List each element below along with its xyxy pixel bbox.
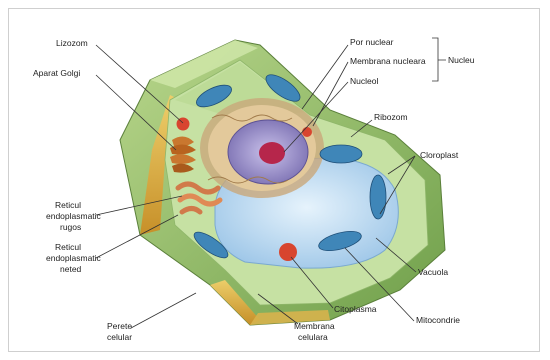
label-vacuola: Vacuola <box>418 267 448 277</box>
label-perete-1: Perete <box>107 321 132 331</box>
label-perete-2: celular <box>107 332 132 342</box>
label-membrana-celulara-1: Membrana <box>294 321 335 331</box>
label-citoplasma: Citoplasma <box>334 304 377 314</box>
label-cloroplast: Cloroplast <box>420 150 459 160</box>
label-reticul-rugos-2: endoplasmatic <box>46 211 102 221</box>
label-reticul-rugos-3: rugos <box>60 222 81 232</box>
nucleus <box>200 98 324 198</box>
label-membrana-nucleara: Membrana nucleara <box>350 56 426 66</box>
label-membrana-celulara-2: celulara <box>298 332 328 342</box>
label-ribozom: Ribozom <box>374 112 408 122</box>
label-lizozom: Lizozom <box>56 38 88 48</box>
label-mitocondrie: Mitocondrie <box>416 315 460 325</box>
nucleolus <box>259 142 285 164</box>
label-reticul-neted-3: neted <box>60 264 82 274</box>
label-reticul-neted-1: Reticul <box>55 242 81 252</box>
lysosome-2 <box>302 127 312 137</box>
label-nucleu: Nucleu <box>448 55 475 65</box>
label-nucleol: Nucleol <box>350 76 378 86</box>
cytoplasm-droplet <box>279 243 297 261</box>
label-reticul-neted-2: endoplasmatic <box>46 253 102 263</box>
label-aparat-golgi: Aparat Golgi <box>33 68 80 78</box>
label-por-nuclear: Por nuclear <box>350 37 394 47</box>
label-reticul-rugos-1: Reticul <box>55 200 81 210</box>
